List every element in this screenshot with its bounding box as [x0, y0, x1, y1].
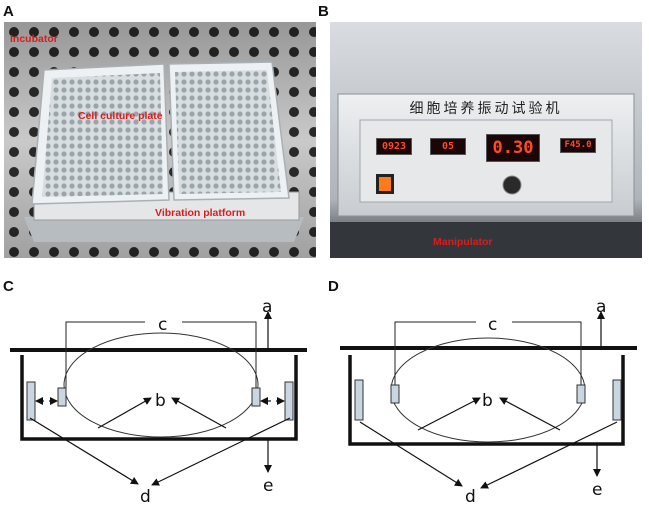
- label-a-d: a: [596, 297, 606, 317]
- c-bracket-left: [65, 321, 145, 388]
- label-c: c: [158, 315, 167, 335]
- arrow-b-left: [97, 397, 152, 429]
- culture-ellipse-d: [390, 337, 586, 443]
- inner-probe-left: [57, 387, 67, 407]
- inner-probe-right: [251, 387, 261, 407]
- c-bracket-right: [182, 321, 257, 388]
- culture-ellipse: [63, 332, 259, 438]
- arrow-b-left-d: [417, 397, 481, 431]
- arrow-d-right-d: [480, 421, 618, 489]
- inner-probe-right-d: [576, 384, 586, 404]
- outer-probe-right-d: [612, 379, 622, 421]
- label-e: e: [263, 476, 273, 496]
- vibration-platform-label: Vibration platform: [155, 207, 246, 219]
- panel-letter-d: D: [328, 278, 339, 295]
- panel-letter-c: C: [3, 278, 14, 295]
- outer-probe-left-d: [354, 379, 364, 421]
- container-outline: [20, 355, 298, 441]
- arrow-b-right: [171, 397, 227, 429]
- frequency-display: F45.0: [560, 138, 596, 153]
- outer-probe-right: [284, 381, 294, 421]
- panel-letter-b: B: [318, 3, 329, 20]
- arrow-d-left: [29, 417, 139, 485]
- label-b: b: [155, 391, 166, 411]
- label-e-d: e: [592, 480, 602, 500]
- incubator-label: Incubator: [10, 33, 58, 45]
- counter-display: 05: [430, 138, 466, 155]
- label-c-d: c: [488, 315, 497, 335]
- incubator-photo: [4, 22, 316, 258]
- label-d: d: [140, 487, 151, 507]
- cell-culture-plate-label: Cell culture plate: [78, 110, 163, 122]
- device-title: 细胞培养振动试验机: [409, 101, 563, 117]
- arrow-d-left-d: [359, 421, 463, 487]
- container-outline-d: [348, 355, 625, 446]
- panel-letter-a: A: [3, 3, 14, 20]
- c-bracket-right-d: [512, 321, 582, 385]
- manipulator-photo: 细胞培养振动试验机 0923 05 0.30 F45.0: [330, 22, 642, 258]
- timer-display: 0923: [376, 138, 412, 155]
- label-a: a: [262, 297, 272, 317]
- label-d-d: d: [465, 487, 476, 507]
- c-bracket-left-d: [394, 321, 476, 385]
- arrow-b-right-d: [499, 397, 561, 431]
- inner-probe-left-d: [390, 384, 400, 404]
- manipulator-label: Manipulator: [433, 236, 493, 248]
- label-b-d: b: [482, 391, 493, 411]
- outer-probe-left: [26, 381, 36, 421]
- arrow-d-right: [151, 417, 291, 486]
- amplitude-display: 0.30: [486, 134, 540, 162]
- incubator-photo-drawing: [4, 22, 316, 258]
